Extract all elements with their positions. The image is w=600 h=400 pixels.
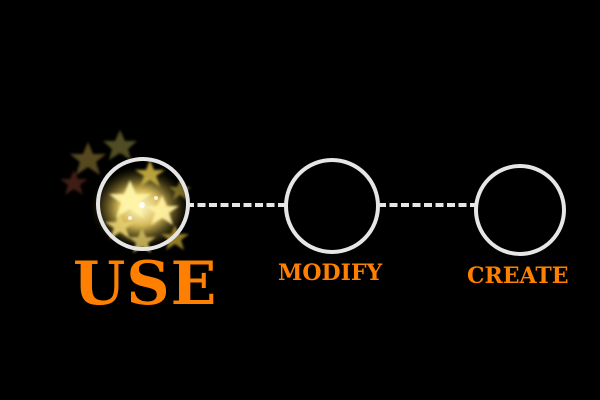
step-node-create[interactable]: [474, 164, 566, 256]
step-label-create: CREATE: [467, 263, 569, 289]
step-connector-use-modify: [186, 203, 286, 207]
step-node-use[interactable]: [96, 157, 190, 251]
step-label-use: USE: [73, 249, 218, 319]
step-node-modify[interactable]: [284, 158, 380, 254]
step-label-modify: MODIFY: [278, 260, 383, 286]
step-connector-modify-create: [378, 203, 478, 207]
